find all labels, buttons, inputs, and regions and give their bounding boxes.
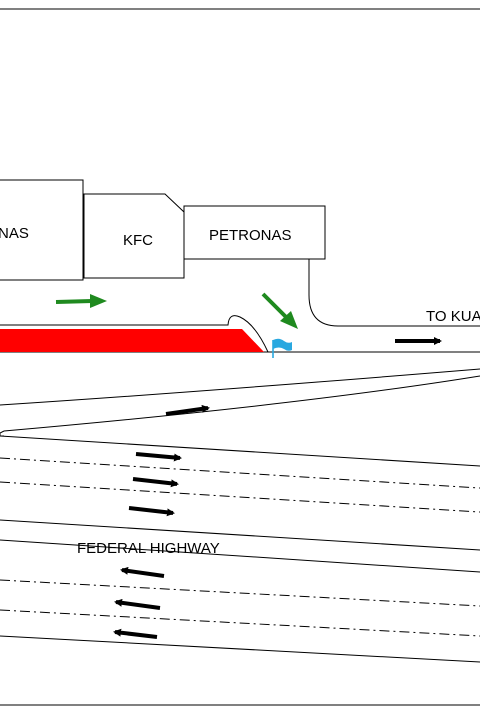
highway-label: FEDERAL HIGHWAY — [77, 540, 220, 557]
destination-label: TO KUA — [426, 308, 480, 325]
slip-road-lower-edge — [3, 375, 480, 432]
carriageway-edge-3 — [0, 635, 480, 663]
building-petronas: PETRONAS — [183, 205, 326, 260]
lane-divider-1 — [0, 457, 480, 489]
lane-divider-4 — [0, 609, 480, 637]
building-petronas-label: PETRONAS — [209, 227, 292, 244]
building-kfc: KFC — [83, 193, 185, 279]
lane-divider-2 — [0, 481, 480, 513]
carriageway-edge-2 — [0, 519, 480, 551]
island-outline — [0, 315, 269, 353]
building-kfc-label: KFC — [123, 232, 153, 249]
green-arrow-diagonal-icon — [261, 292, 298, 329]
building-left: NAS — [0, 179, 84, 281]
slip-road-upper-edge — [0, 368, 480, 406]
lane-divider-3 — [0, 579, 480, 607]
arrow-left-icon — [120, 566, 165, 578]
slip-road-nose — [0, 430, 5, 437]
green-arrow-icon — [55, 294, 107, 308]
building-left-label: NAS — [0, 225, 29, 242]
arrow-right-icon — [128, 506, 175, 517]
arrow-right-icon — [135, 452, 182, 462]
red-kerb — [0, 329, 264, 352]
service-road-inner-edge — [308, 259, 480, 327]
arrow-right-icon — [165, 404, 210, 416]
arrow-left-icon — [114, 598, 161, 610]
carriageway-edge-1 — [0, 435, 480, 467]
arrow-right-icon — [132, 477, 179, 488]
median-edge — [0, 539, 480, 573]
flag-icon — [272, 338, 292, 358]
arrow-left-icon — [113, 628, 158, 639]
